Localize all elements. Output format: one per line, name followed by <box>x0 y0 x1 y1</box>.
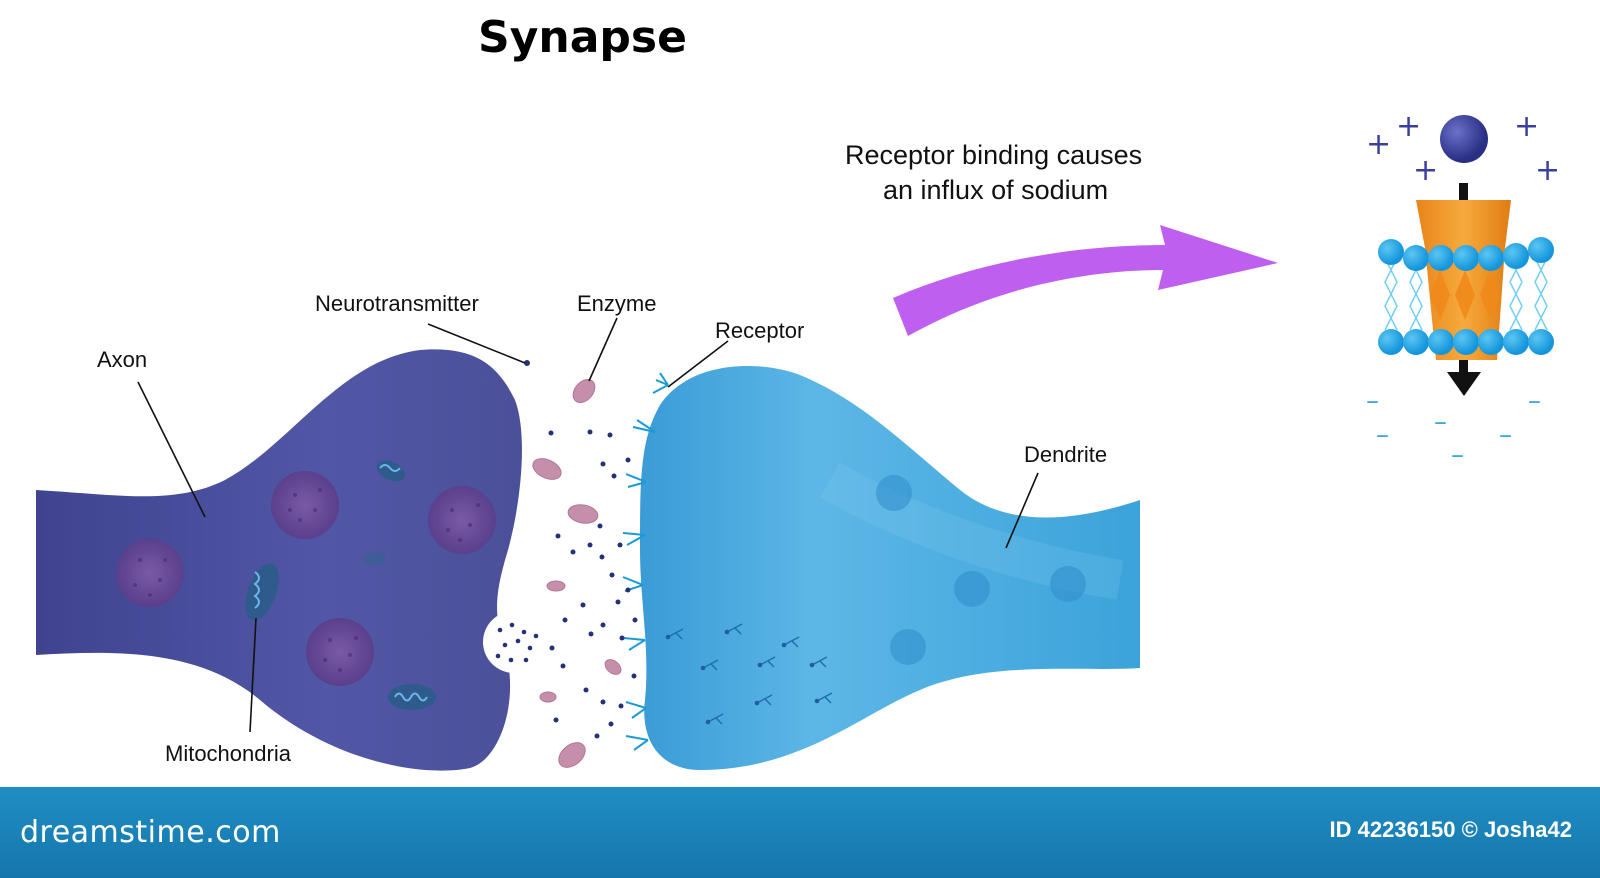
sodium-ion <box>1440 115 1488 163</box>
axon-leader-line <box>137 381 206 518</box>
mitochondrion <box>245 563 279 621</box>
mitochondrion <box>376 460 406 482</box>
mitochondria-label: Mitochondria <box>165 741 292 766</box>
mitochondrion <box>388 684 436 710</box>
dendrite <box>640 366 1140 770</box>
negative-charge: – <box>1528 386 1541 416</box>
image-credit: ID 42236150 © Josha42 <box>1329 817 1572 842</box>
down-arrow-icon <box>1447 372 1481 396</box>
curved-arrow <box>893 225 1278 336</box>
page-title: Synapse <box>478 12 687 63</box>
synaptic-vesicle <box>271 471 339 539</box>
negative-charge: – <box>1366 386 1379 416</box>
synaptic-vesicle <box>116 539 184 607</box>
caption-line-1: Receptor binding causes <box>845 140 1142 170</box>
dendrite-leader-line <box>1005 472 1039 549</box>
positive-charge: + <box>1413 153 1438 188</box>
mitochondria-leader-line <box>249 617 257 733</box>
fusing-vesicle <box>483 611 545 673</box>
negative-charge: – <box>1451 440 1464 470</box>
receptor-label: Receptor <box>715 318 804 343</box>
synaptic-vesicle <box>306 618 374 686</box>
footer-bar: dreamstime.com ID 42236150 © Josha42 <box>0 787 1600 878</box>
neurotransmitter-group <box>524 360 638 739</box>
neurotransmitter-leader-line <box>427 323 526 364</box>
axon-terminal <box>36 349 545 771</box>
negative-charge: – <box>1434 407 1447 437</box>
enzyme-leader-line <box>588 317 618 382</box>
positive-charge: + <box>1396 109 1421 144</box>
axon-label: Axon <box>97 347 147 372</box>
dendrite-label: Dendrite <box>1024 442 1107 467</box>
positive-charge: + <box>1535 153 1560 188</box>
positive-charge: + <box>1366 127 1391 162</box>
receptor-leader-line <box>667 340 729 388</box>
caption-line-2: an influx of sodium <box>883 175 1108 205</box>
neurotransmitter-label: Neurotransmitter <box>315 291 479 316</box>
synaptic-vesicle <box>428 486 496 554</box>
negative-charge: – <box>1376 420 1389 450</box>
enzyme-group <box>532 378 622 768</box>
ion-channel-inset: + + + + + <box>1366 109 1560 470</box>
enzyme-label: Enzyme <box>577 291 656 316</box>
brand-logo[interactable]: dreamstime.com <box>20 815 281 850</box>
positive-charge: + <box>1514 109 1539 144</box>
receptor-group <box>622 372 669 751</box>
negative-charge: – <box>1499 420 1512 450</box>
